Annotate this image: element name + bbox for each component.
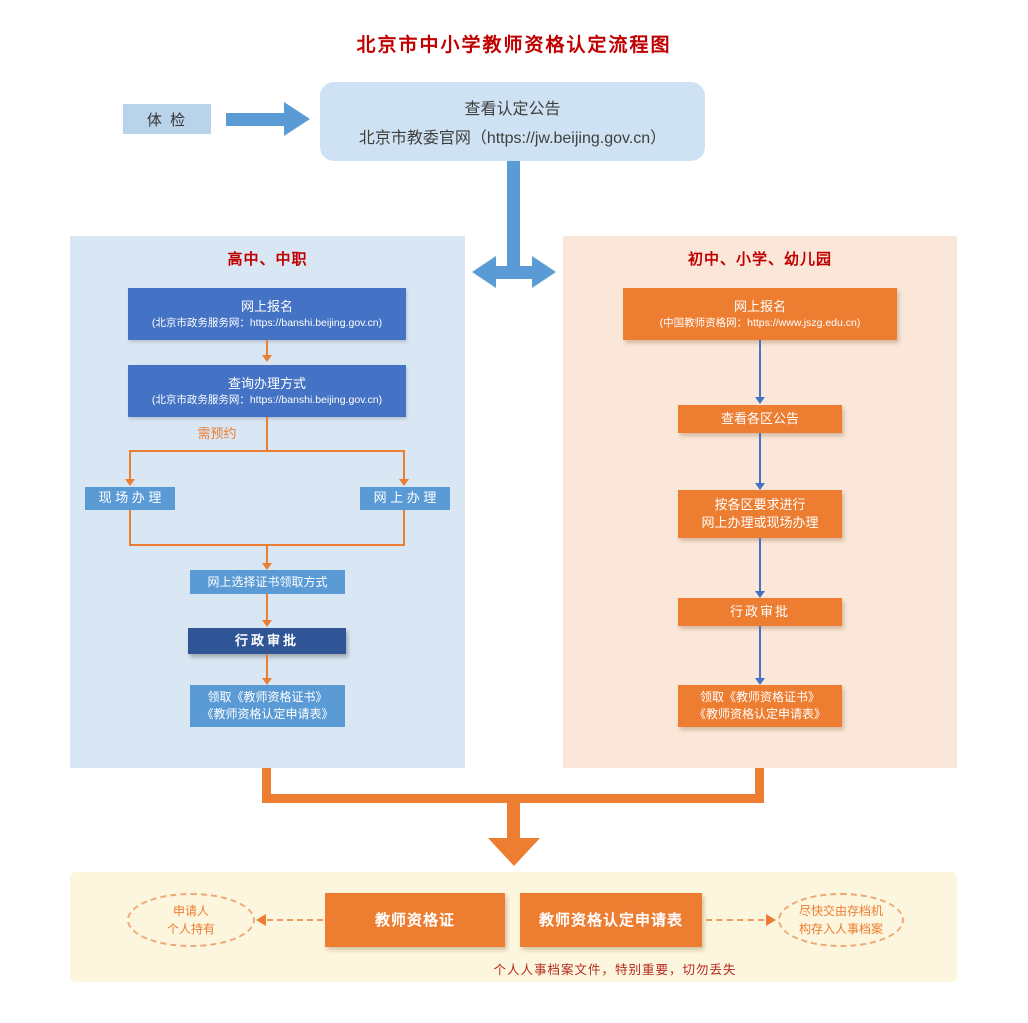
- connector-line: [266, 654, 268, 678]
- left-register-line2: (北京市政务服务网：https://banshi.beijing.gov.cn): [151, 316, 383, 329]
- arrowhead-down: [262, 355, 272, 362]
- arrow-right-shaft: [226, 113, 284, 126]
- right-receive-line2: 《教师资格认定申请表》: [693, 707, 826, 721]
- arrowhead-down: [262, 563, 272, 570]
- merge-line-left: [262, 768, 271, 799]
- arrow-right-head: [284, 102, 310, 136]
- merge-line-center: [507, 794, 520, 840]
- holder-ellipse: 申请人 个人持有: [127, 893, 255, 947]
- application-form-box: 教师资格认定申请表: [520, 893, 702, 947]
- notice-line2: 北京市教委官网（https://jw.beijing.gov.cn）: [358, 130, 667, 147]
- archive-note: 个人人事档案文件，特别重要，切勿丢失: [493, 963, 737, 977]
- onsite-box: 现 场 办 理: [85, 487, 175, 510]
- holder-line2: 个人持有: [166, 922, 215, 936]
- connector-line: [759, 433, 761, 483]
- split-arrow-shaft: [496, 266, 532, 279]
- right-register-line2: (中国教师资格网：https://www.jszg.edu.cn): [659, 316, 861, 329]
- district-handle-line2: 网上办理或现场办理: [701, 515, 819, 530]
- connector-line: [759, 626, 761, 678]
- arrowhead-down: [755, 397, 765, 404]
- connector-line: [266, 544, 268, 563]
- connector-line: [266, 417, 268, 452]
- application-form-label: 教师资格认定申请表: [538, 911, 683, 929]
- left-receive-line2: 《教师资格认定申请表》: [201, 707, 334, 721]
- dashed-line-right: [706, 919, 764, 921]
- connector-line: [266, 594, 268, 620]
- right-register-line1: 网上报名: [733, 298, 786, 314]
- archive-ellipse: 尽快交由存档机 构存入人事档案: [778, 893, 904, 947]
- online-box: 网 上 办 理: [360, 487, 450, 510]
- right-register-box: 网上报名 (中国教师资格网：https://www.jszg.edu.cn): [623, 288, 897, 340]
- online-label: 网 上 办 理: [373, 490, 437, 506]
- left-approval-label: 行政审批: [234, 632, 299, 648]
- certificate-box: 教师资格证: [325, 893, 505, 947]
- connector-line: [129, 510, 131, 546]
- right-receive-line1: 领取《教师资格证书》: [699, 690, 820, 705]
- left-register-line1: 网上报名: [240, 298, 293, 314]
- merge-line-right: [755, 768, 764, 799]
- right-panel: 初中、小学、幼儿园 网上报名 (中国教师资格网：https://www.jszg…: [563, 236, 957, 768]
- left-query-line2: (北京市政务服务网：https://banshi.beijing.gov.cn): [151, 393, 383, 406]
- connector-line: [129, 450, 131, 479]
- left-receive-box: 领取《教师资格证书》 《教师资格认定申请表》: [190, 685, 345, 727]
- district-handle-line1: 按各区要求进行: [714, 496, 806, 512]
- arrowhead-down: [399, 479, 409, 486]
- arrowhead-down: [262, 620, 272, 627]
- archive-line2: 构存入人事档案: [798, 922, 883, 936]
- left-panel: 高中、中职 网上报名 (北京市政务服务网：https://banshi.beij…: [70, 236, 465, 768]
- arrowhead-down: [262, 678, 272, 685]
- merge-arrow-head: [488, 838, 540, 866]
- left-query-box: 查询办理方式 (北京市政务服务网：https://banshi.beijing.…: [128, 365, 406, 417]
- connector-line: [759, 340, 761, 397]
- archive-line1: 尽快交由存档机: [798, 904, 883, 918]
- notice-line1: 查看认定公告: [464, 101, 561, 118]
- dashed-line-left: [267, 919, 323, 921]
- reservation-note: 需预约: [197, 426, 237, 441]
- arrowhead-down: [755, 678, 765, 685]
- arrowhead-down: [755, 483, 765, 490]
- split-arrow-left-head: [472, 256, 496, 288]
- arrowhead-down: [125, 479, 135, 486]
- connector-line: [129, 450, 405, 452]
- arrow-down-shaft: [507, 161, 520, 266]
- onsite-label: 现 场 办 理: [98, 490, 162, 506]
- left-query-line1: 查询办理方式: [227, 375, 306, 391]
- district-notice-box: 查看各区公告: [678, 405, 842, 433]
- left-receive-line1: 领取《教师资格证书》: [207, 690, 328, 705]
- notice-box: 查看认定公告 北京市教委官网（https://jw.beijing.gov.cn…: [320, 82, 705, 161]
- right-panel-title: 初中、小学、幼儿园: [687, 251, 832, 268]
- left-panel-title: 高中、中职: [227, 251, 308, 268]
- choose-method-box: 网上选择证书领取方式: [190, 570, 345, 594]
- left-register-box: 网上报名 (北京市政务服务网：https://banshi.beijing.go…: [128, 288, 406, 340]
- district-notice-label: 查看各区公告: [720, 410, 799, 426]
- connector-line: [403, 510, 405, 546]
- bottom-panel: 申请人 个人持有 教师资格证 教师资格认定申请表 尽快交由存档机 构存入人事档案…: [70, 872, 957, 982]
- dashed-arrowhead-left: [256, 914, 266, 926]
- split-arrow-right-head: [532, 256, 556, 288]
- certificate-label: 教师资格证: [374, 911, 455, 929]
- right-approval-box: 行政审批: [678, 598, 842, 626]
- right-receive-box: 领取《教师资格证书》 《教师资格认定申请表》: [678, 685, 842, 727]
- left-approval-box: 行政审批: [188, 628, 346, 654]
- physical-exam-label: 体 检: [146, 111, 188, 129]
- dashed-arrowhead-right: [766, 914, 776, 926]
- connector-line: [266, 340, 268, 355]
- district-handle-box: 按各区要求进行 网上办理或现场办理: [678, 490, 842, 538]
- arrowhead-down: [755, 591, 765, 598]
- page-title: 北京市中小学教师资格认定流程图: [356, 35, 672, 56]
- holder-line1: 申请人: [172, 904, 209, 918]
- physical-exam-box: 体 检: [123, 104, 211, 134]
- connector-line: [759, 538, 761, 591]
- connector-line: [403, 450, 405, 479]
- right-approval-label: 行政审批: [729, 603, 790, 619]
- choose-method-label: 网上选择证书领取方式: [207, 574, 328, 589]
